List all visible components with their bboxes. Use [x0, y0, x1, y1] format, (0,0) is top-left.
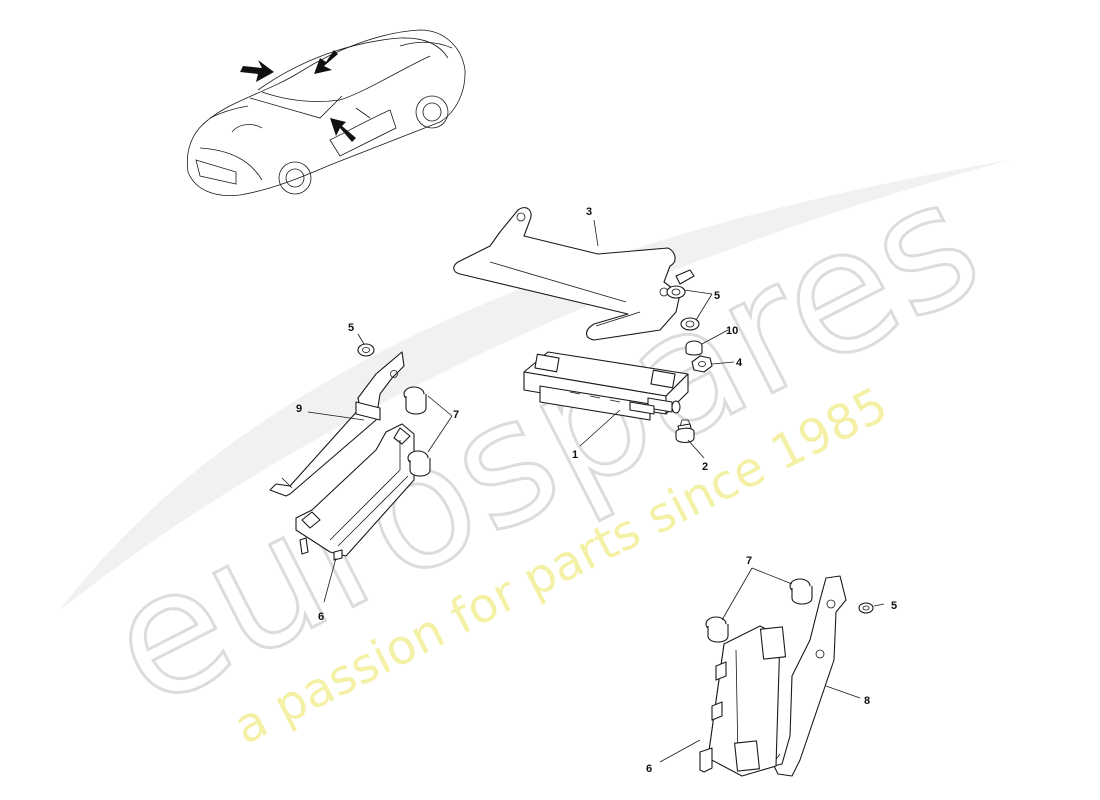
part-washer-5-right [858, 602, 874, 614]
callout-1: 1 [572, 449, 578, 461]
part-nut-4 [691, 355, 713, 373]
part-spacer-10 [685, 340, 703, 356]
callout-7: 7 [746, 555, 752, 567]
location-arrows [240, 50, 356, 142]
leader-lines [307, 219, 885, 763]
callout-5: 5 [714, 290, 720, 302]
callout-9: 9 [296, 403, 302, 415]
arrow-marker [314, 50, 338, 74]
part-bracket-3 [453, 207, 695, 341]
arrow-marker [330, 118, 356, 142]
part-screw-2 [675, 419, 695, 444]
part-bracket-9 [269, 351, 405, 497]
part-module-6-left [295, 423, 415, 561]
part-bracket-8 [773, 575, 847, 777]
callout-6: 6 [318, 611, 324, 623]
callout-5: 5 [348, 322, 354, 334]
part-washer-5-left [357, 343, 375, 357]
arrow-marker [240, 60, 274, 82]
part-grommets-7-left [403, 386, 431, 477]
callout-7: 7 [453, 409, 459, 421]
watermark-brand: eurospares [79, 142, 1009, 746]
callout-10: 10 [726, 325, 738, 337]
part-washers-5-upper [666, 285, 700, 331]
car-illustration [186, 29, 466, 196]
watermark: eurospares a passion for parts since 198… [60, 141, 1010, 756]
callout-5: 5 [891, 600, 897, 612]
part-module-1 [523, 351, 689, 421]
callout-2: 2 [702, 461, 708, 473]
part-grommets-7-right [705, 578, 813, 643]
part-module-6-right [699, 625, 787, 777]
callout-3: 3 [586, 206, 592, 218]
callout-labels: 3 5 10 4 1 2 5 9 7 6 7 5 8 6 [296, 206, 897, 775]
callout-8: 8 [864, 695, 870, 707]
callout-4: 4 [736, 357, 743, 369]
callout-6: 6 [646, 763, 652, 775]
